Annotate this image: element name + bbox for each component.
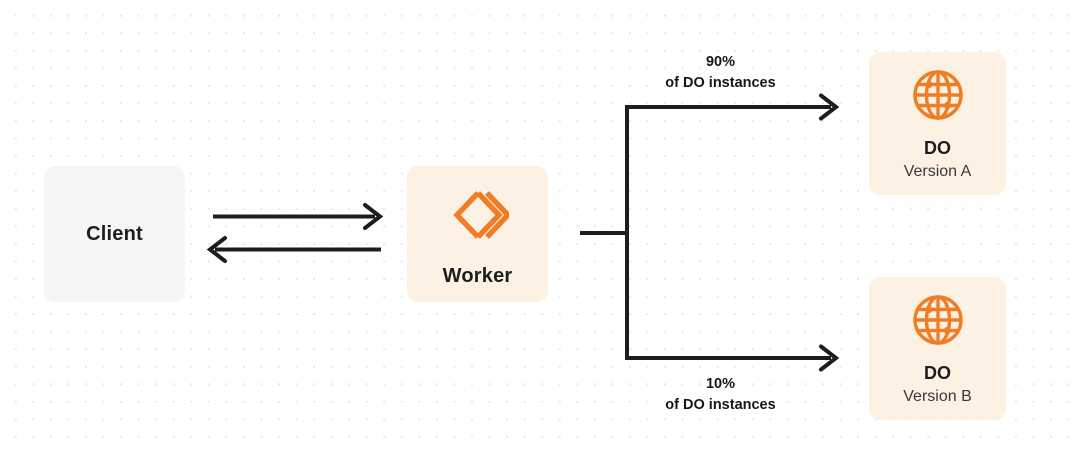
arrow-worker-to-client xyxy=(206,236,381,263)
edge-label-do-a-description: of DO instances xyxy=(665,74,776,91)
node-worker[interactable]: Worker xyxy=(407,166,548,302)
cloudflare-workers-icon xyxy=(447,184,512,251)
client-label: Client xyxy=(86,222,143,245)
branch-connector-worker-to-dos xyxy=(580,93,840,372)
edge-label-do-b: 10% of DO instances xyxy=(628,374,813,415)
do-b-label: DO xyxy=(924,362,951,383)
worker-label: Worker xyxy=(442,265,513,287)
globe-icon xyxy=(910,67,966,128)
edge-label-do-b-description: of DO instances xyxy=(665,396,776,413)
globe-icon xyxy=(910,292,966,353)
node-client[interactable]: Client xyxy=(44,166,185,302)
edge-label-do-b-percent: 10% xyxy=(705,376,736,392)
do-a-sublabel: Version A xyxy=(903,162,972,180)
arrow-client-to-worker xyxy=(213,203,384,230)
edge-label-do-a: 90% of DO instances xyxy=(628,52,813,93)
do-b-sublabel: Version B xyxy=(903,387,972,405)
edge-label-do-a-percent: 90% xyxy=(705,54,736,70)
do-a-label: DO xyxy=(924,137,951,158)
node-do-version-a[interactable]: DO Version A xyxy=(869,52,1006,195)
node-do-version-b[interactable]: DO Version B xyxy=(869,277,1006,420)
